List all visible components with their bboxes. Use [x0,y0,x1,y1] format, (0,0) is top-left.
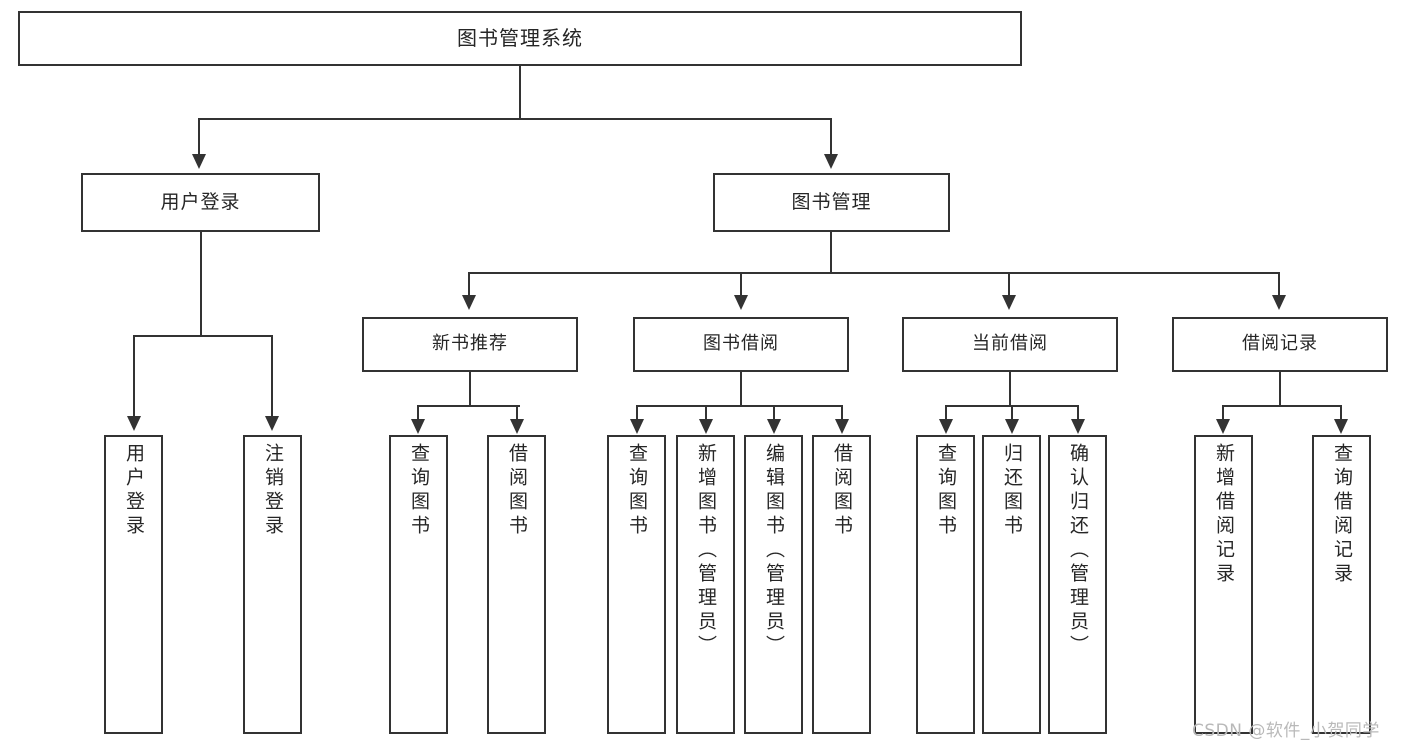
leaf-book-borrow-query[interactable]: 查询图书 [607,435,666,734]
node-label: 用户登录 [160,190,241,213]
connector-book-borrow-leaf-3 [773,405,775,421]
arrowhead-book-borrow-leaf-1 [630,419,644,434]
connector-root-to-user-login [198,118,200,156]
node-label: 图书借阅 [703,333,779,355]
leaf-book-borrow-edit[interactable]: 编辑图书（管理员） [744,435,803,734]
node-current-borrow[interactable]: 当前借阅 [902,317,1118,372]
connector-current-borrow-leaf-2 [1011,405,1013,421]
leaf-current-borrow-query[interactable]: 查询图书 [916,435,975,734]
node-label: 借阅图书 [831,443,853,539]
node-label: 归还图书 [1001,443,1023,539]
connector-book-borrow-stem [740,372,742,405]
leaf-current-borrow-return[interactable]: 归还图书 [982,435,1041,734]
node-label: 当前借阅 [972,333,1048,355]
connector-new-book-stem [469,372,471,405]
node-label: 新增图书（管理员） [695,443,717,659]
node-root-system[interactable]: 图书管理系统 [18,11,1022,66]
arrowhead-new-book-leaf-1 [411,419,425,434]
node-new-book-recommend[interactable]: 新书推荐 [362,317,578,372]
connector-book-manage-stem [830,232,832,272]
node-label: 编辑图书（管理员） [763,443,785,659]
connector-user-login-leaf-1 [133,335,135,418]
arrowhead-to-book-manage [824,154,838,169]
connector-user-login-bar [133,335,272,337]
leaf-borrow-record-add[interactable]: 新增借阅记录 [1194,435,1253,734]
arrowhead-new-book-leaf-2 [510,419,524,434]
connector-book-borrow-bar [636,405,842,407]
node-label: 查询图书 [408,443,430,539]
connector-current-borrow-leaf-1 [945,405,947,421]
node-user-login[interactable]: 用户登录 [81,173,320,232]
node-label: 注销登录 [262,443,284,539]
node-label: 新增借阅记录 [1213,443,1235,587]
arrowhead-user-login-leaf-2 [265,416,279,431]
arrowhead-to-new-book [462,295,476,310]
connector-borrow-record-leaf-1 [1222,405,1224,421]
connector-current-borrow-leaf-3 [1077,405,1079,421]
leaf-new-book-borrow[interactable]: 借阅图书 [487,435,546,734]
connector-book-manage-bar [468,272,1280,274]
node-label: 借阅图书 [506,443,528,539]
arrowhead-book-borrow-leaf-3 [767,419,781,434]
connector-to-new-book [468,272,470,297]
leaf-user-login-logout[interactable]: 注销登录 [243,435,302,734]
connector-book-borrow-leaf-4 [841,405,843,421]
node-label: 确认归还（管理员） [1067,443,1089,659]
arrowhead-current-borrow-leaf-3 [1071,419,1085,434]
connector-root-to-book-manage [830,118,832,156]
connector-user-login-stem [200,232,202,335]
node-label: 查询图书 [626,443,648,539]
node-label: 用户登录 [123,443,145,539]
arrowhead-book-borrow-leaf-2 [699,419,713,434]
connector-borrow-record-leaf-2 [1340,405,1342,421]
connector-user-login-leaf-2 [271,335,273,418]
connector-new-book-bar [417,405,520,407]
arrowhead-current-borrow-leaf-1 [939,419,953,434]
arrowhead-borrow-record-leaf-1 [1216,419,1230,434]
connector-borrow-record-stem [1279,372,1281,405]
connector-to-current-borrow [1008,272,1010,297]
arrowhead-user-login-leaf-1 [127,416,141,431]
arrowhead-to-current-borrow [1002,295,1016,310]
node-label: 图书管理系统 [457,26,583,50]
leaf-current-borrow-confirm-return[interactable]: 确认归还（管理员） [1048,435,1107,734]
leaf-book-borrow-add[interactable]: 新增图书（管理员） [676,435,735,734]
arrowhead-to-borrow-record [1272,295,1286,310]
leaf-user-login-login[interactable]: 用户登录 [104,435,163,734]
node-book-management[interactable]: 图书管理 [713,173,950,232]
connector-root-stem [519,66,521,118]
leaf-borrow-record-query[interactable]: 查询借阅记录 [1312,435,1371,734]
connector-to-book-borrow [740,272,742,297]
arrowhead-to-book-borrow [734,295,748,310]
connector-root-bar [198,118,832,120]
leaf-new-book-query[interactable]: 查询图书 [389,435,448,734]
node-label: 新书推荐 [432,333,508,355]
leaf-book-borrow-borrow[interactable]: 借阅图书 [812,435,871,734]
arrowhead-book-borrow-leaf-4 [835,419,849,434]
arrowhead-to-user-login [192,154,206,169]
connector-new-book-leaf-2 [516,405,518,421]
connector-borrow-record-bar [1222,405,1342,407]
connector-book-borrow-leaf-2 [705,405,707,421]
connector-new-book-leaf-1 [417,405,419,421]
node-label: 图书管理 [791,190,872,213]
arrowhead-current-borrow-leaf-2 [1005,419,1019,434]
node-label: 查询图书 [935,443,957,539]
node-label: 借阅记录 [1242,333,1318,355]
arrowhead-borrow-record-leaf-2 [1334,419,1348,434]
connector-to-borrow-record [1278,272,1280,297]
connector-current-borrow-stem [1009,372,1011,405]
node-borrow-record[interactable]: 借阅记录 [1172,317,1388,372]
node-label: 查询借阅记录 [1331,443,1353,587]
node-book-borrow[interactable]: 图书借阅 [633,317,849,372]
connector-book-borrow-leaf-1 [636,405,638,421]
